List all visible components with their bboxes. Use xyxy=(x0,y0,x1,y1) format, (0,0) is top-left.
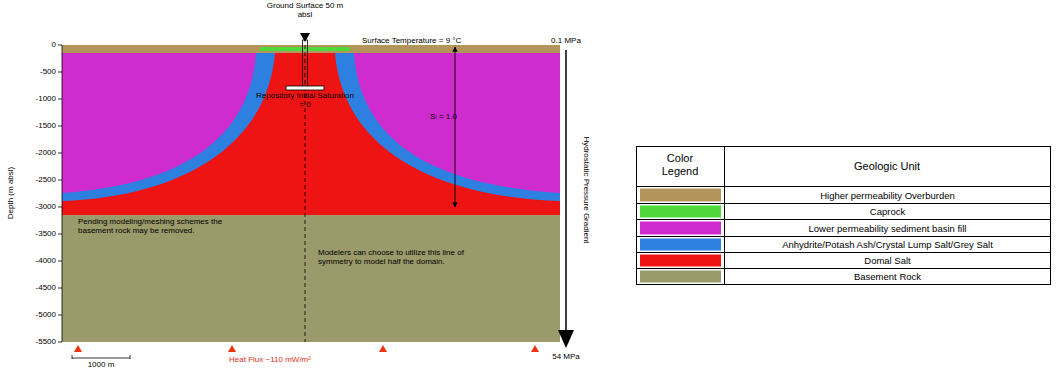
temperature-label: Surface Temperature = 9 °C xyxy=(362,36,502,45)
surface-marker xyxy=(300,33,310,42)
axis-title: Depth (m absl) xyxy=(6,167,15,219)
tick-label: 0 xyxy=(52,40,56,49)
axis-ticks xyxy=(58,45,62,342)
tick-label: -4500 xyxy=(36,283,56,292)
heat-flux-label: Heat Flux ~110 mW/m² xyxy=(229,355,311,364)
pressure-label: Hydrostatic Pressure Gradient xyxy=(581,136,590,243)
overburden xyxy=(62,45,560,53)
saturation-label: Sₗ = 1.0 xyxy=(430,112,457,121)
depth-axis xyxy=(62,45,63,342)
legend-swatch xyxy=(640,271,721,283)
repository-label: Repository Initial Saturation = 0 xyxy=(255,91,355,109)
surface-label: Ground Surface 50 m absl xyxy=(265,1,345,19)
domal-salt xyxy=(62,53,560,215)
legend-header: Geologic Unit xyxy=(854,160,920,173)
basement-note: Pending modeling/meshing schemes the bas… xyxy=(78,217,228,235)
tick-label: -5500 xyxy=(36,337,56,346)
legend-header: Color Legend xyxy=(650,152,710,177)
legend-text: Caprock xyxy=(725,204,1050,219)
pressure-arrowhead xyxy=(558,330,574,348)
tick-label: -1500 xyxy=(36,121,56,130)
pressure-bottom: 54 MPa xyxy=(536,352,596,361)
legend-text: Basement Rock xyxy=(725,269,1050,284)
symmetry-note: Modelers can choose to utilize this line… xyxy=(318,248,498,266)
pressure-top: 0.1 MPa xyxy=(536,36,596,45)
repository xyxy=(286,86,324,90)
basement-rock xyxy=(62,207,560,342)
tick-label: -4000 xyxy=(36,256,56,265)
borehole xyxy=(303,40,308,87)
pressure-arrow xyxy=(565,50,567,334)
saturation-arrow xyxy=(455,47,456,207)
scale-bar xyxy=(72,355,130,359)
tick-label: -5000 xyxy=(36,310,56,319)
tick-label: -500 xyxy=(40,67,56,76)
legend-text: Domal Salt xyxy=(725,253,1050,268)
legend-swatch xyxy=(640,189,721,202)
legend-swatch xyxy=(640,255,721,267)
scale-label: 1000 m xyxy=(88,360,115,369)
legend-swatch xyxy=(640,206,721,218)
heat-flux-markers xyxy=(74,345,539,352)
legend-table xyxy=(637,147,1051,285)
tick-label: -3500 xyxy=(36,229,56,238)
tick-label: -1000 xyxy=(36,94,56,103)
legend-text: Higher permeability Overburden xyxy=(725,187,1050,203)
legend-text: Lower permeability sediment basin fill xyxy=(725,220,1050,236)
tick-label: -3000 xyxy=(36,202,56,211)
legend-swatch xyxy=(640,222,721,235)
legend-swatch xyxy=(640,239,721,251)
legend-text: Anhydrite/Potash Ash/Crystal Lump Salt/G… xyxy=(725,237,1050,252)
tick-label: -2500 xyxy=(36,175,56,184)
tick-label: -2000 xyxy=(36,148,56,157)
